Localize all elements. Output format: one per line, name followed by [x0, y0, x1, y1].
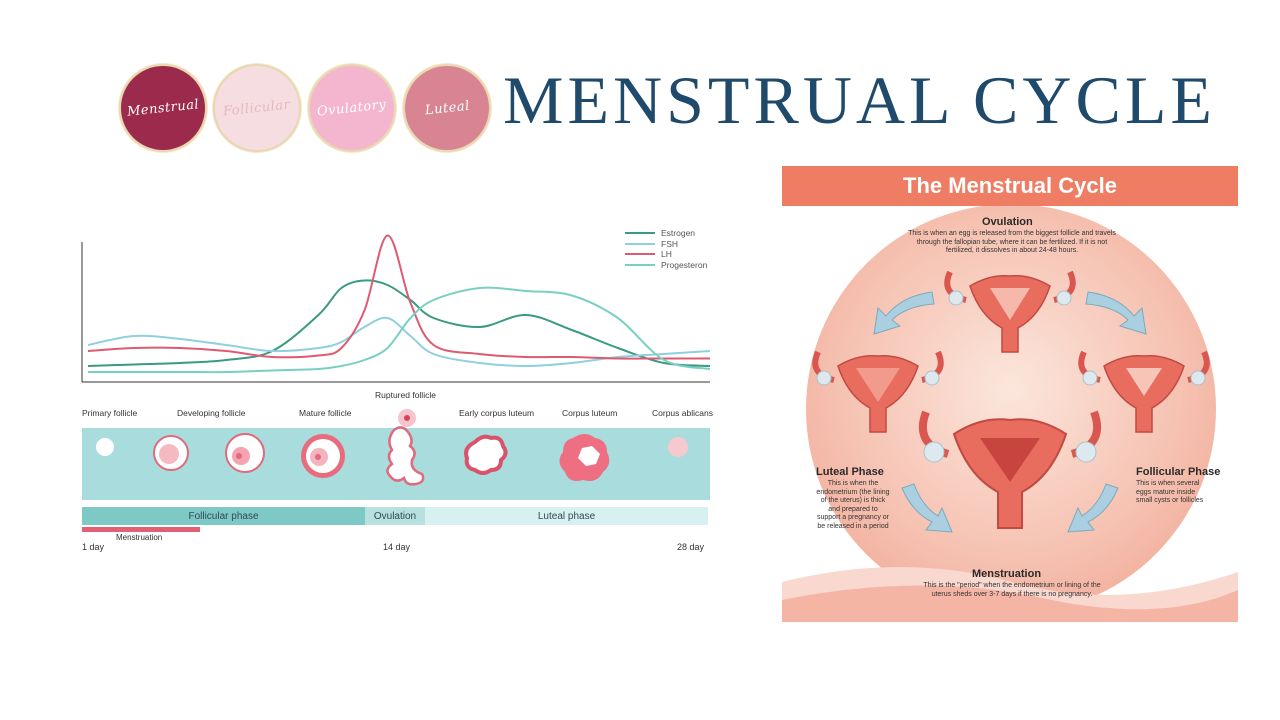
poster-title: The Menstrual Cycle	[782, 166, 1238, 206]
cycle-arrows	[873, 291, 1147, 533]
luteal-phase-text: This is when the endometrium (the lining…	[816, 480, 890, 530]
arrow-icon	[1085, 291, 1147, 335]
ovulatory-circle-label: Ovulatory	[316, 96, 388, 120]
menstrual-circle-label: Menstrual	[126, 96, 200, 120]
legend-label: LH	[661, 249, 672, 260]
uterus-bottom	[918, 410, 1102, 529]
menstruation-text: This is the "period" when the endometriu…	[923, 582, 1101, 598]
legend-label: FSH	[661, 238, 678, 249]
uterus-right	[1078, 350, 1210, 433]
legend-swatch	[625, 263, 655, 266]
mature-follicle	[225, 433, 265, 473]
corpus-albicans	[668, 437, 688, 457]
legend-swatch	[625, 253, 655, 256]
legend-item-estrogen: Estrogen	[625, 228, 707, 239]
legend-swatch	[625, 232, 655, 235]
uterus-illustrations	[812, 270, 1210, 529]
luteal-phase-title: Luteal Phase	[816, 466, 884, 478]
legend-item-progesteron: Progesteron	[625, 260, 707, 271]
arrow-icon	[873, 291, 935, 335]
page-title: MENSTRUAL CYCLE	[503, 62, 1216, 138]
follicular-phase-text: This is when several eggs mature inside …	[1136, 480, 1204, 504]
series-line-progesteron	[87, 286, 711, 374]
follicular-circle-label: Follicular	[222, 97, 292, 119]
legend-label: Progesteron	[661, 259, 708, 270]
hormone-chart	[81, 234, 711, 383]
legend-swatch	[625, 242, 655, 245]
follicular-circle: Follicular	[215, 66, 299, 150]
follicle-label-early-corpus-luteum: Early corpus luteum	[459, 408, 535, 418]
ovulation-text: This is when an egg is released from the…	[908, 230, 1116, 254]
legend-label: Estrogen	[661, 228, 696, 239]
day-label-14: 14 day	[383, 542, 411, 552]
arrow-icon	[901, 483, 953, 533]
follicular-phase-title: Follicular Phase	[1136, 466, 1221, 478]
chart-legend: Estrogen FSH LH Progesteron	[625, 228, 707, 270]
follicle-label-ruptured: Ruptured follicle	[375, 390, 436, 400]
follicle-label-developing: Developing follicle	[177, 408, 246, 418]
day-label-28: 28 day	[677, 542, 705, 552]
follicle-illustrations	[96, 409, 688, 486]
phase-luteal: Luteal phase	[425, 507, 708, 525]
ovulatory-circle: Ovulatory	[310, 66, 394, 150]
luteal-circle-label: Luteal	[423, 98, 471, 118]
menstruation-label: Menstruation	[116, 533, 163, 542]
follicle-label-corpus-luteum: Corpus luteum	[562, 408, 618, 418]
phase-ovulation: Ovulation	[365, 507, 425, 525]
menstruation-title: Menstruation	[972, 568, 1042, 580]
day-label-1: 1 day	[82, 542, 105, 552]
series-line-estrogen	[87, 279, 711, 367]
mature-follicle-large	[301, 434, 345, 478]
developing-follicle	[153, 435, 189, 471]
corpus-luteum	[559, 434, 610, 481]
primary-follicle	[96, 438, 114, 456]
ovulation-title: Ovulation	[982, 216, 1033, 228]
luteal-circle: Luteal	[405, 66, 489, 150]
arrow-icon	[1067, 483, 1119, 533]
menstrual-circle: Menstrual	[121, 66, 205, 150]
phase-follicular: Follicular phase	[82, 507, 365, 525]
legend-item-fsh: FSH	[625, 239, 707, 250]
series-line-fsh	[87, 316, 711, 368]
ruptured-follicle	[386, 409, 425, 486]
uterus-top	[944, 270, 1076, 353]
menstruation-bar	[82, 527, 200, 532]
follicle-label-corpus-albicans: Corpus ablicans	[652, 408, 713, 418]
follicle-label-mature: Mature follicle	[299, 408, 352, 418]
series-line-lh	[87, 234, 710, 360]
uterus-left	[812, 350, 944, 433]
follicle-label-primary: Primary follicle	[82, 408, 138, 418]
legend-item-lh: LH	[625, 249, 707, 260]
early-corpus-luteum	[464, 434, 508, 475]
poster-wave-decoration	[782, 567, 1238, 622]
menstrual-cycle-poster: The Menstrual Cycle	[782, 166, 1238, 622]
